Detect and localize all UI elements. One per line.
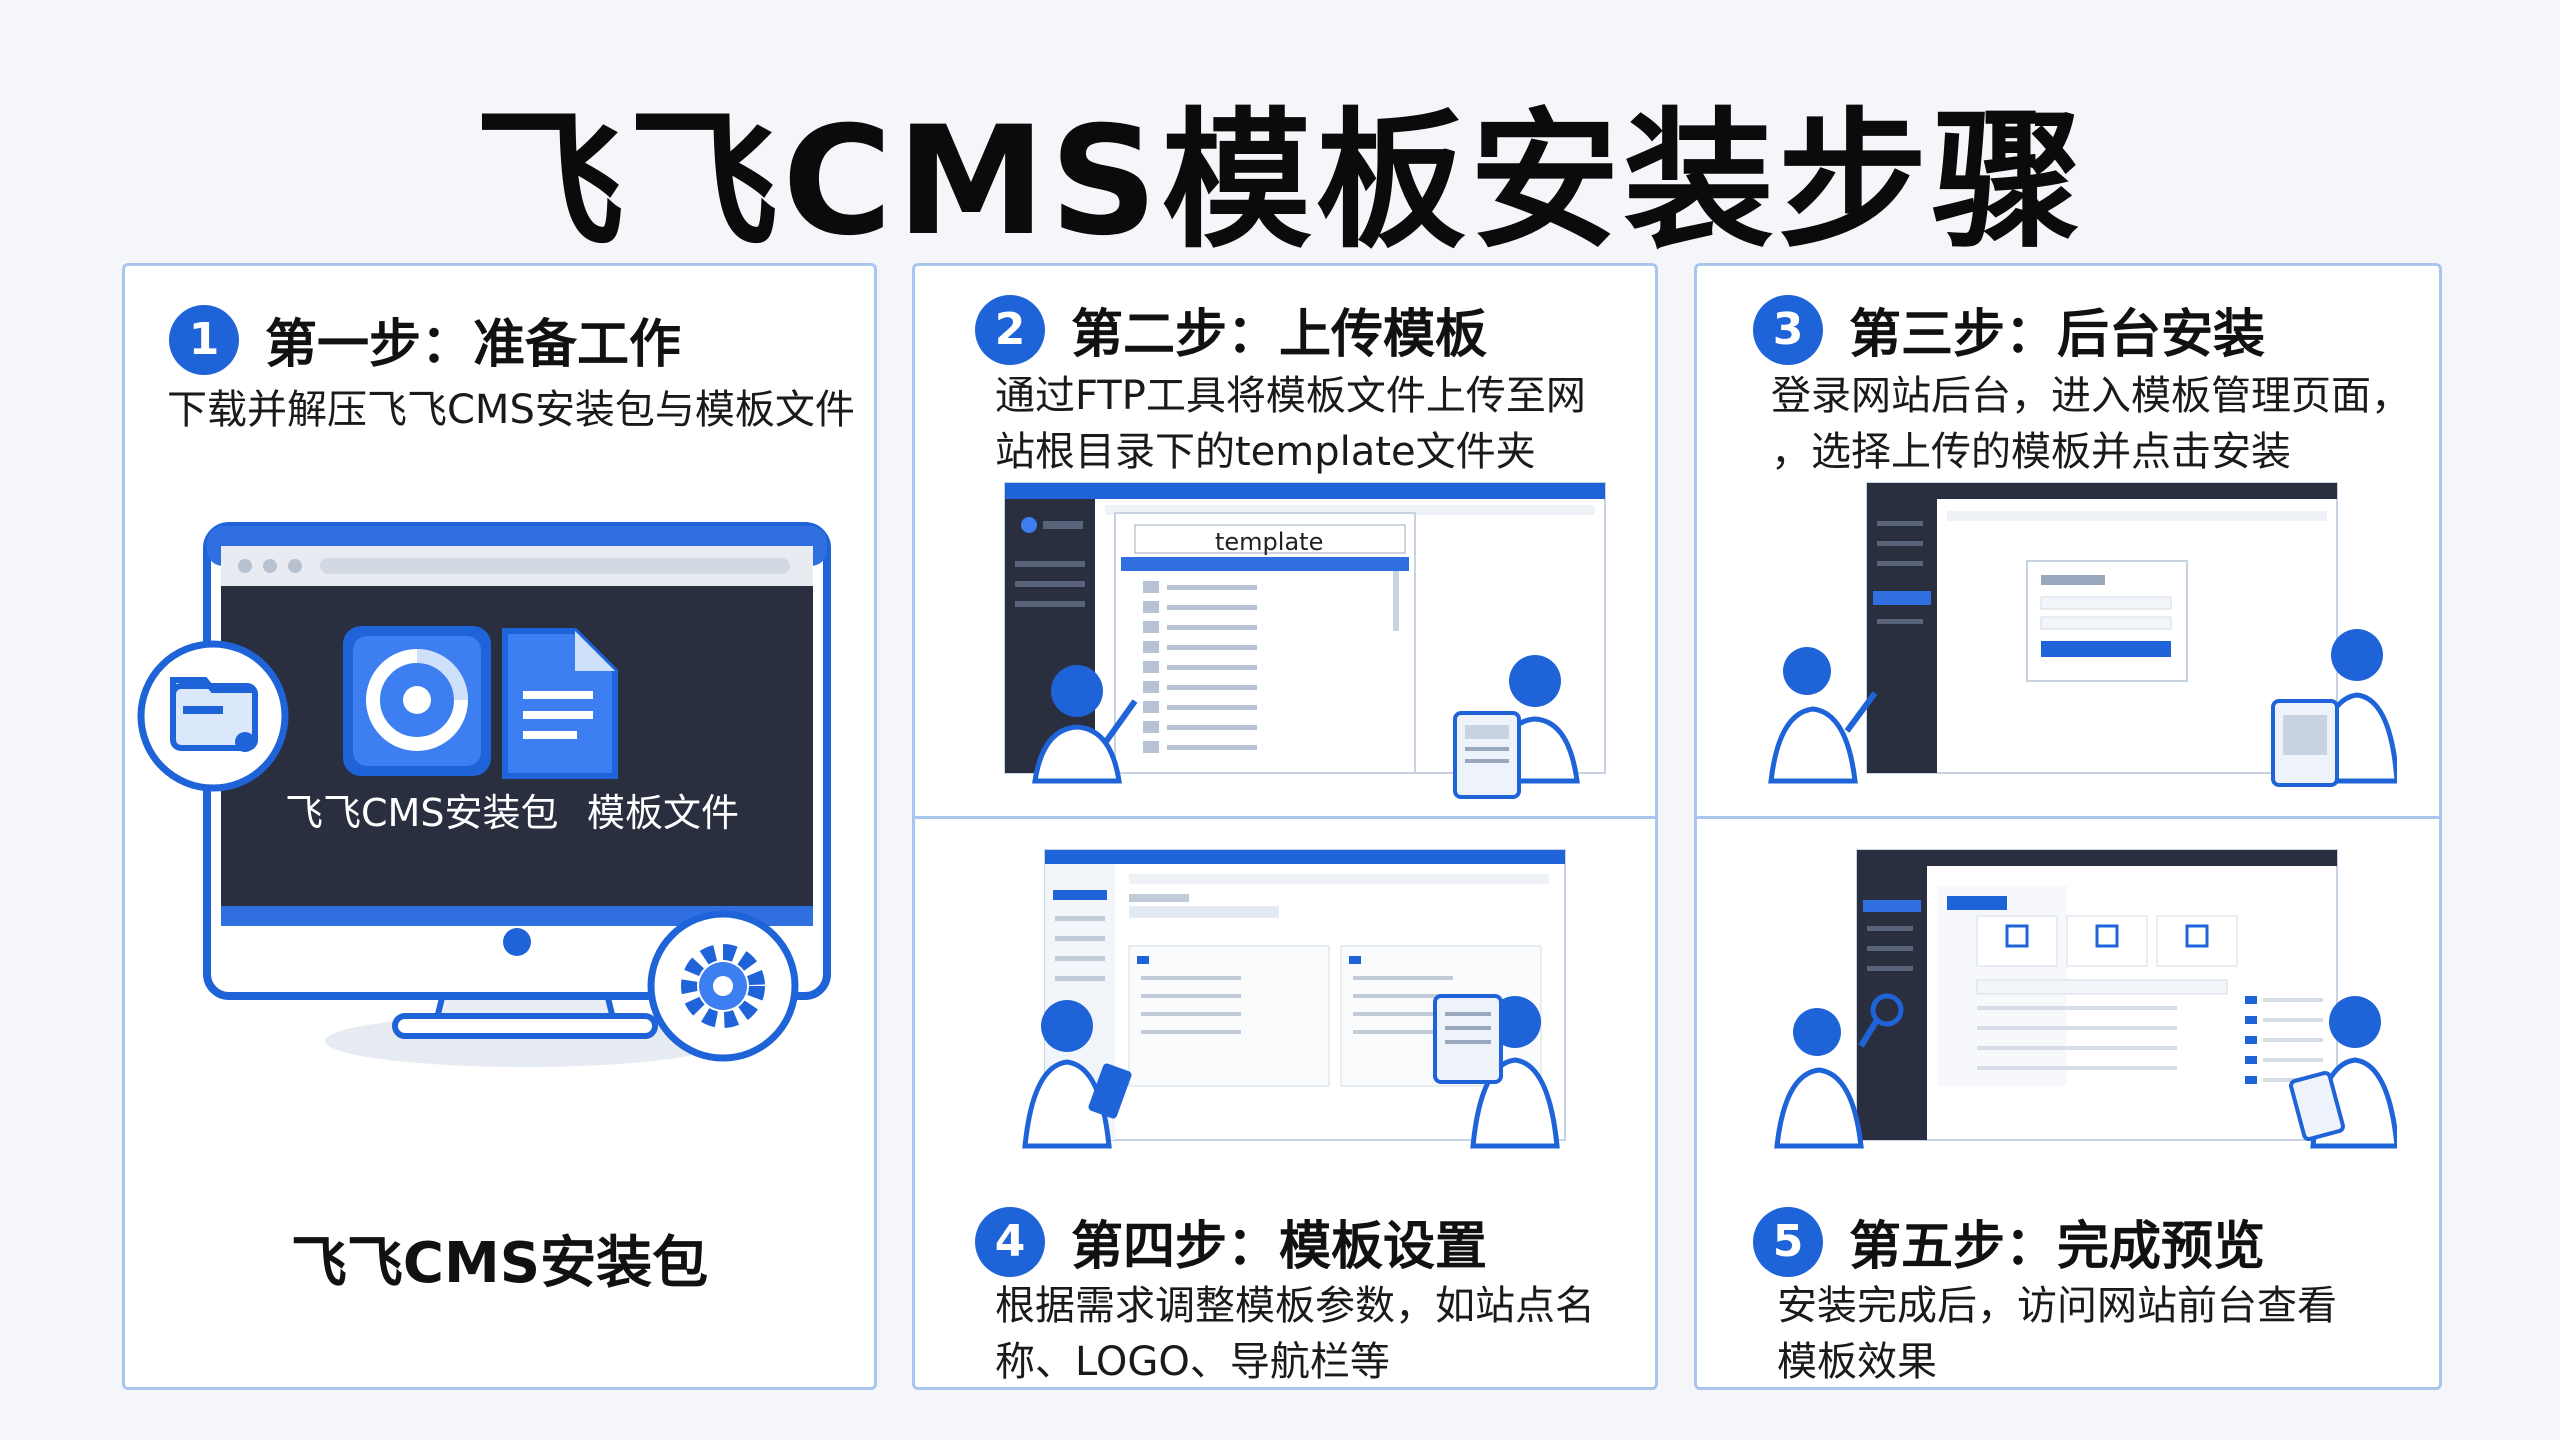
step-3-desc-line-1: 登录网站后台，进入模板管理页面， bbox=[1771, 373, 2411, 419]
step-5-title: 第五步：完成预览 bbox=[1849, 1217, 2266, 1277]
step-2-title: 第二步：上传模板 bbox=[1071, 305, 1488, 365]
panel-divider bbox=[915, 816, 1655, 819]
step-3-header: 3 第三步：后台安装 bbox=[1753, 292, 2265, 367]
step-3-number-badge: 3 bbox=[1753, 294, 1823, 365]
folder-icon bbox=[137, 640, 289, 792]
step-4-header: 4 第四步：模板设置 bbox=[975, 1204, 1487, 1279]
step-3-description: 登录网站后台，进入模板管理页面， ，选择上传的模板并点击安装 bbox=[1771, 368, 2411, 480]
step-4-desc-line-2: 称、LOGO、导航栏等 bbox=[995, 1339, 1390, 1385]
steps-3-5-panel: 3 第三步：后台安装 登录网站后台，进入模板管理页面， ，选择上传的模板并点击安… bbox=[1694, 263, 2442, 1390]
step-4-number-badge: 4 bbox=[975, 1206, 1045, 1277]
step-2-number-badge: 2 bbox=[975, 294, 1045, 365]
step-2-desc-line-1: 通过FTP工具将模板文件上传至网 bbox=[995, 373, 1586, 419]
monitor-illustration bbox=[137, 522, 831, 1067]
step-4-description: 根据需求调整模板参数，如站点名 称、LOGO、导航栏等 bbox=[995, 1278, 1595, 1390]
step-1-panel: 1 第一步：准备工作 下载并解压飞飞CMS安装包与模板文件 bbox=[122, 263, 877, 1390]
step-3-title: 第三步：后台安装 bbox=[1849, 305, 2266, 365]
page-title: 飞飞CMS模板安装步骤 bbox=[474, 95, 2086, 269]
monitor-label-template: 模板文件 bbox=[587, 791, 740, 835]
step-5-desc-line-2: 模板效果 bbox=[1777, 1339, 1937, 1385]
step-1-description: 下载并解压飞飞CMS安装包与模板文件 bbox=[167, 382, 855, 438]
panel-divider bbox=[1697, 816, 2439, 819]
preview-illustration bbox=[1774, 849, 2397, 1149]
step-1-title: 第一步：准备工作 bbox=[265, 315, 682, 375]
document-icon bbox=[502, 628, 618, 779]
step-5-header: 5 第五步：完成预览 bbox=[1753, 1204, 2265, 1279]
step-1-number-badge: 1 bbox=[169, 304, 239, 375]
step-3-desc-line-2: ，选择上传的模板并点击安装 bbox=[1771, 429, 2291, 475]
step-2-header: 2 第二步：上传模板 bbox=[975, 292, 1487, 367]
step-5-number-badge: 5 bbox=[1753, 1206, 1823, 1277]
template-settings-illustration bbox=[1022, 849, 1566, 1149]
step-2-desc-line-2: 站根目录下的template文件夹 bbox=[995, 429, 1536, 475]
step-1-caption: 飞飞CMS安装包 bbox=[290, 1231, 709, 1296]
step-1-desc-line-1: 下载并解压飞飞CMS安装包与模板文件 bbox=[167, 387, 855, 433]
step-1-header: 1 第一步：准备工作 bbox=[169, 302, 681, 377]
monitor-label-package: 飞飞CMS安装包 bbox=[285, 791, 559, 835]
cms-package-icon bbox=[343, 626, 491, 776]
ftp-upload-illustration bbox=[1004, 482, 1606, 799]
step-4-desc-line-1: 根据需求调整模板参数，如站点名 bbox=[995, 1283, 1595, 1329]
steps-2-4-panel: 2 第二步：上传模板 通过FTP工具将模板文件上传至网 站根目录下的templa… bbox=[912, 263, 1658, 1390]
folder-path-field: template bbox=[1215, 528, 1324, 556]
step-2-description: 通过FTP工具将模板文件上传至网 站根目录下的template文件夹 bbox=[995, 368, 1586, 480]
admin-install-illustration bbox=[1768, 482, 2397, 787]
step-5-desc-line-1: 安装完成后，访问网站前台查看 bbox=[1777, 1283, 2337, 1329]
gear-icon bbox=[647, 910, 799, 1062]
step-5-description: 安装完成后，访问网站前台查看 模板效果 bbox=[1777, 1278, 2337, 1390]
step-4-title: 第四步：模板设置 bbox=[1071, 1217, 1488, 1277]
